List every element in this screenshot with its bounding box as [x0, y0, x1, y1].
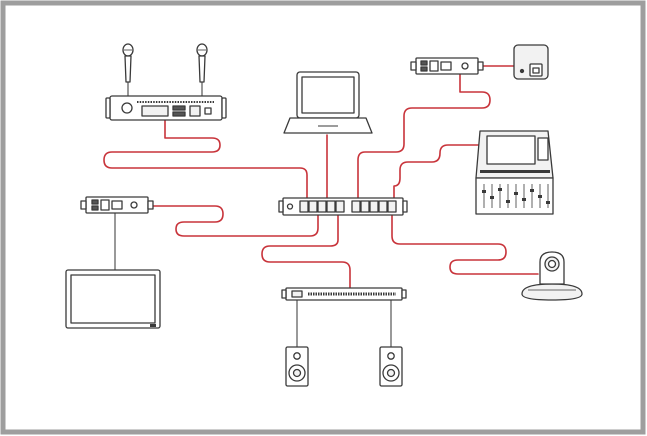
switch-icon — [278, 197, 408, 216]
microphone-icon — [196, 43, 208, 83]
rack-unit-icon — [105, 95, 227, 121]
touch-panel-icon — [513, 44, 549, 80]
monitor-icon — [65, 269, 161, 329]
small-box-icon — [410, 57, 484, 75]
laptop-icon — [283, 71, 373, 134]
cable-switch-amplifier — [261, 214, 351, 289]
cable-mixer-switch — [393, 144, 481, 201]
cable-encoder-switch — [357, 73, 491, 201]
speaker-icon — [379, 346, 403, 387]
cables — [103, 65, 539, 289]
camera-icon — [521, 251, 583, 301]
small-box-icon — [80, 196, 154, 214]
cable-decoder-switch — [147, 205, 319, 237]
mixer-icon — [475, 130, 554, 215]
cable-dsp-switch — [103, 119, 308, 201]
cable-switch-camera — [391, 214, 539, 275]
speaker-icon — [285, 346, 309, 387]
analog-lines — [114, 82, 392, 347]
amplifier-icon — [281, 287, 407, 301]
microphone-icon — [122, 43, 134, 83]
